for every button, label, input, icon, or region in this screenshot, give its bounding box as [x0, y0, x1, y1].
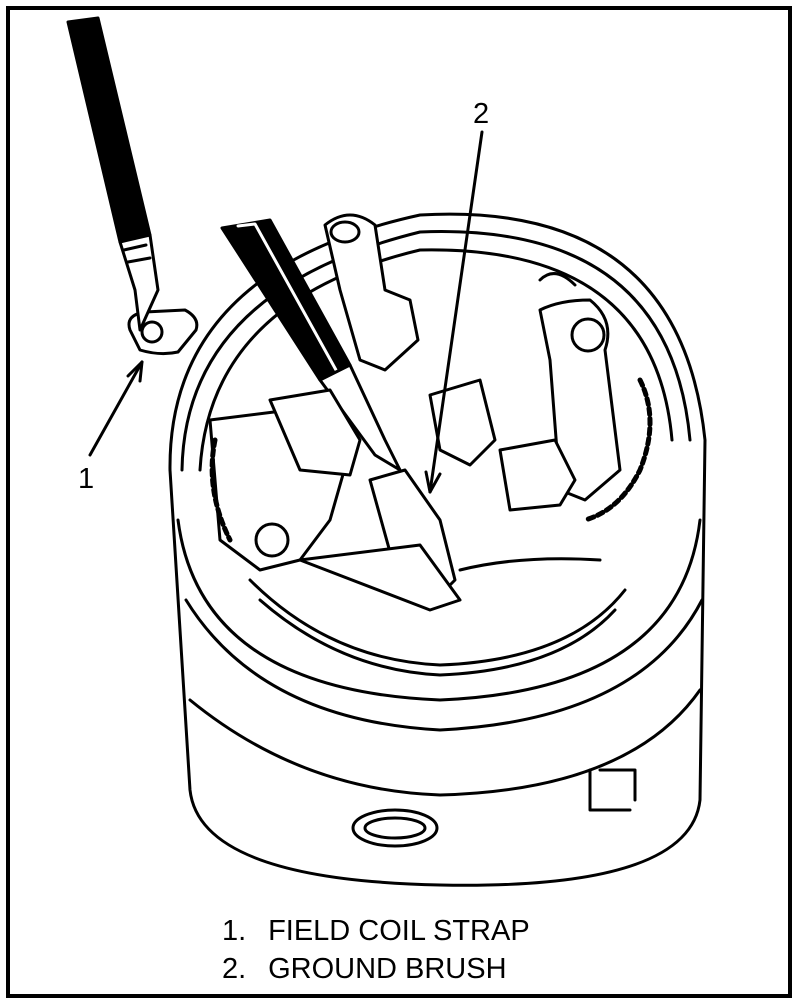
callout-2: 2 [473, 98, 490, 130]
legend-item: 1. FIELD COIL STRAP [222, 912, 530, 950]
legend-label: FIELD COIL STRAP [268, 915, 530, 947]
callout-1: 1 [78, 463, 95, 495]
figure-legend: 1. FIELD COIL STRAP 2. GROUND BRUSH [222, 912, 530, 988]
brush-holder-icon [208, 213, 653, 677]
screwdriver-icon [66, 16, 160, 332]
field-coil-strap-icon [127, 308, 199, 356]
legend-number: 2. [222, 953, 247, 985]
legend-item: 2. GROUND BRUSH [222, 950, 530, 988]
legend-label: GROUND BRUSH [268, 953, 507, 985]
callout-leaders [88, 130, 484, 494]
legend-number: 1. [222, 915, 247, 947]
pliers-icon [220, 218, 402, 472]
